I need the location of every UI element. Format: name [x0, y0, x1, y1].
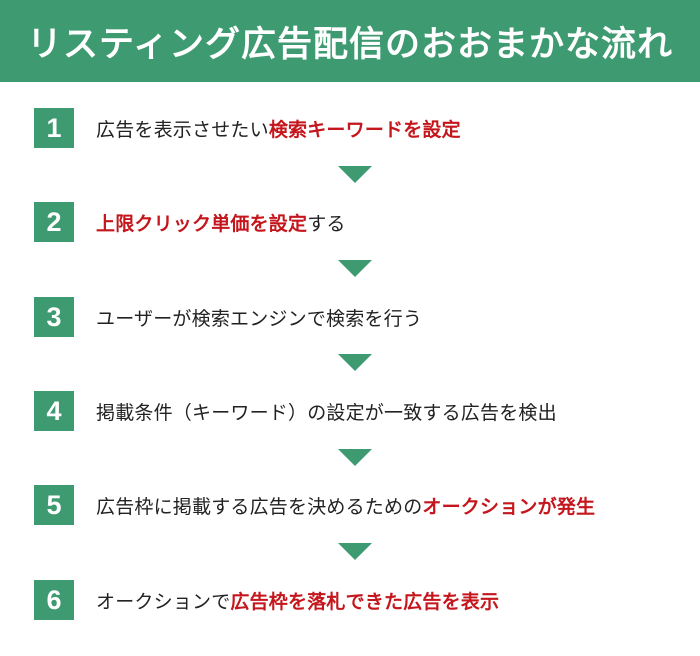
down-arrow-icon [338, 449, 372, 466]
step-text: オークションで広告枠を落札できた広告を表示 [96, 576, 499, 624]
down-arrow-icon [338, 260, 372, 277]
step-number-badge: 5 [34, 485, 74, 525]
header-banner: リスティング広告配信のおおまかな流れ [0, 0, 700, 82]
step-number-badge: 2 [34, 202, 74, 242]
step-text-segment: ユーザーが検索エンジンで検索を行う [96, 307, 423, 330]
step-text-segment: オークションで [96, 590, 231, 613]
step-text: 広告枠に掲載する広告を決めるためのオークションが発生 [96, 481, 595, 529]
step-2: 2 上限クリック単価を設定する [0, 198, 700, 246]
step-text-highlight: 検索キーワードを設定 [268, 118, 461, 141]
step-text: ユーザーが検索エンジンで検索を行う [96, 293, 422, 341]
down-arrow-icon [338, 166, 372, 183]
page-title: リスティング広告配信のおおまかな流れ [27, 24, 673, 65]
step-text-highlight: 上限クリック単価を設定 [96, 212, 308, 235]
step-text-segment: 広告を表示させたい [96, 118, 269, 141]
down-arrow-icon [338, 543, 372, 560]
step-text: 広告を表示させたい検索キーワードを設定 [96, 104, 461, 152]
step-6: 6 オークションで広告枠を落札できた広告を表示 [0, 576, 700, 624]
step-5: 5 広告枠に掲載する広告を決めるためのオークションが発生 [0, 481, 700, 529]
step-3: 3 ユーザーが検索エンジンで検索を行う [0, 293, 700, 341]
step-text-segment: 掲載条件（キーワード）の設定が一致する広告を検出 [96, 401, 557, 424]
step-number-badge: 3 [34, 297, 74, 337]
step-1: 1 広告を表示させたい検索キーワードを設定 [0, 104, 700, 152]
step-text-highlight: 広告枠を落札できた広告を表示 [230, 590, 500, 613]
step-number-badge: 6 [34, 580, 74, 620]
step-number-badge: 4 [34, 391, 74, 431]
step-text: 掲載条件（キーワード）の設定が一致する広告を検出 [96, 387, 557, 435]
step-text-segment: する [307, 212, 346, 235]
step-text-segment: 広告枠に掲載する広告を決めるための [96, 495, 423, 518]
step-text: 上限クリック単価を設定する [96, 198, 346, 246]
step-number-badge: 1 [34, 108, 74, 148]
step-text-highlight: オークションが発生 [422, 495, 596, 518]
step-4: 4 掲載条件（キーワード）の設定が一致する広告を検出 [0, 387, 700, 435]
down-arrow-icon [338, 354, 372, 371]
